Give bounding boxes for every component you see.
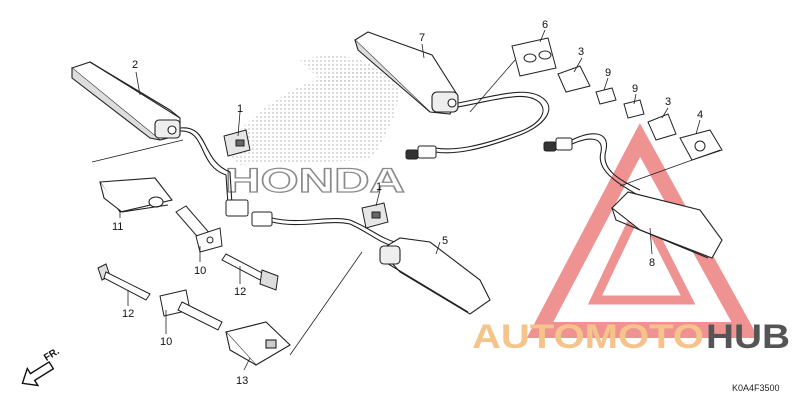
- brand-hub: HUB: [706, 318, 790, 356]
- callout-13: 13: [236, 375, 248, 387]
- callout-3-lower: 3: [665, 96, 671, 108]
- part-3-stay-upper: [557, 65, 591, 93]
- part-1-cushion-b: [361, 202, 389, 229]
- callout-9-lower: 9: [632, 83, 638, 95]
- callout-2: 2: [132, 59, 138, 71]
- part-11-rubber-mount: [99, 177, 173, 213]
- part-5-front-right-winker: [379, 237, 491, 315]
- connector-rear-left: [405, 145, 437, 160]
- forward-direction-arrow: FR.: [21, 346, 62, 387]
- front-harness: [271, 217, 396, 243]
- forward-label: FR.: [42, 346, 62, 364]
- callout-4: 4: [697, 109, 703, 121]
- callout-8: 8: [649, 257, 655, 269]
- part-10-collar-upper: [175, 205, 223, 253]
- callout-11: 11: [112, 221, 123, 233]
- connector-left: [225, 199, 273, 227]
- part-4-socket: [679, 129, 723, 161]
- part-2-cable: [179, 127, 233, 206]
- callout-6: 6: [542, 19, 548, 31]
- callout-9-upper: 9: [605, 67, 611, 79]
- connector-rear-right: [543, 137, 573, 152]
- callout-7: 7: [419, 32, 425, 44]
- automotohub-watermark: AUTOMOTO HUB: [472, 318, 790, 356]
- part-12-bolt-upper: [221, 253, 279, 291]
- honda-watermark-text: HONDA: [225, 162, 405, 200]
- part-1-cushion-a: [223, 129, 251, 157]
- part-8-rear-right-winker: [611, 191, 723, 259]
- honda-wing-logo: [225, 55, 399, 165]
- callout-5: 5: [442, 235, 448, 247]
- rear-leader-lines: [421, 29, 721, 255]
- brand-automoto: AUTOMOTO: [472, 318, 704, 356]
- part-13-rubber-mount: [224, 321, 291, 366]
- callout-3-upper: 3: [578, 46, 584, 58]
- part-7-cable: [434, 91, 550, 154]
- part-10-collar-lower: [159, 289, 223, 331]
- callout-12-lower: 12: [122, 308, 134, 320]
- part-9-nut-upper: [595, 87, 617, 105]
- part-8-cable: [567, 133, 641, 191]
- part-7-rear-left-winker: [354, 31, 459, 115]
- callout-1-upper: 1: [237, 103, 243, 115]
- part-6-rubber: [511, 37, 557, 77]
- callout-1-lower: 1: [376, 181, 382, 193]
- part-3-stay-lower: [647, 113, 677, 141]
- diagram-code: K0A4F3500: [732, 383, 780, 393]
- callout-12-upper: 12: [234, 286, 246, 298]
- part-12-bolt-lower: [97, 263, 151, 301]
- callout-10-lower: 10: [160, 336, 172, 348]
- callout-10-upper: 10: [194, 265, 206, 277]
- part-2-front-left-winker: [70, 61, 181, 141]
- leader-lines: [91, 71, 441, 371]
